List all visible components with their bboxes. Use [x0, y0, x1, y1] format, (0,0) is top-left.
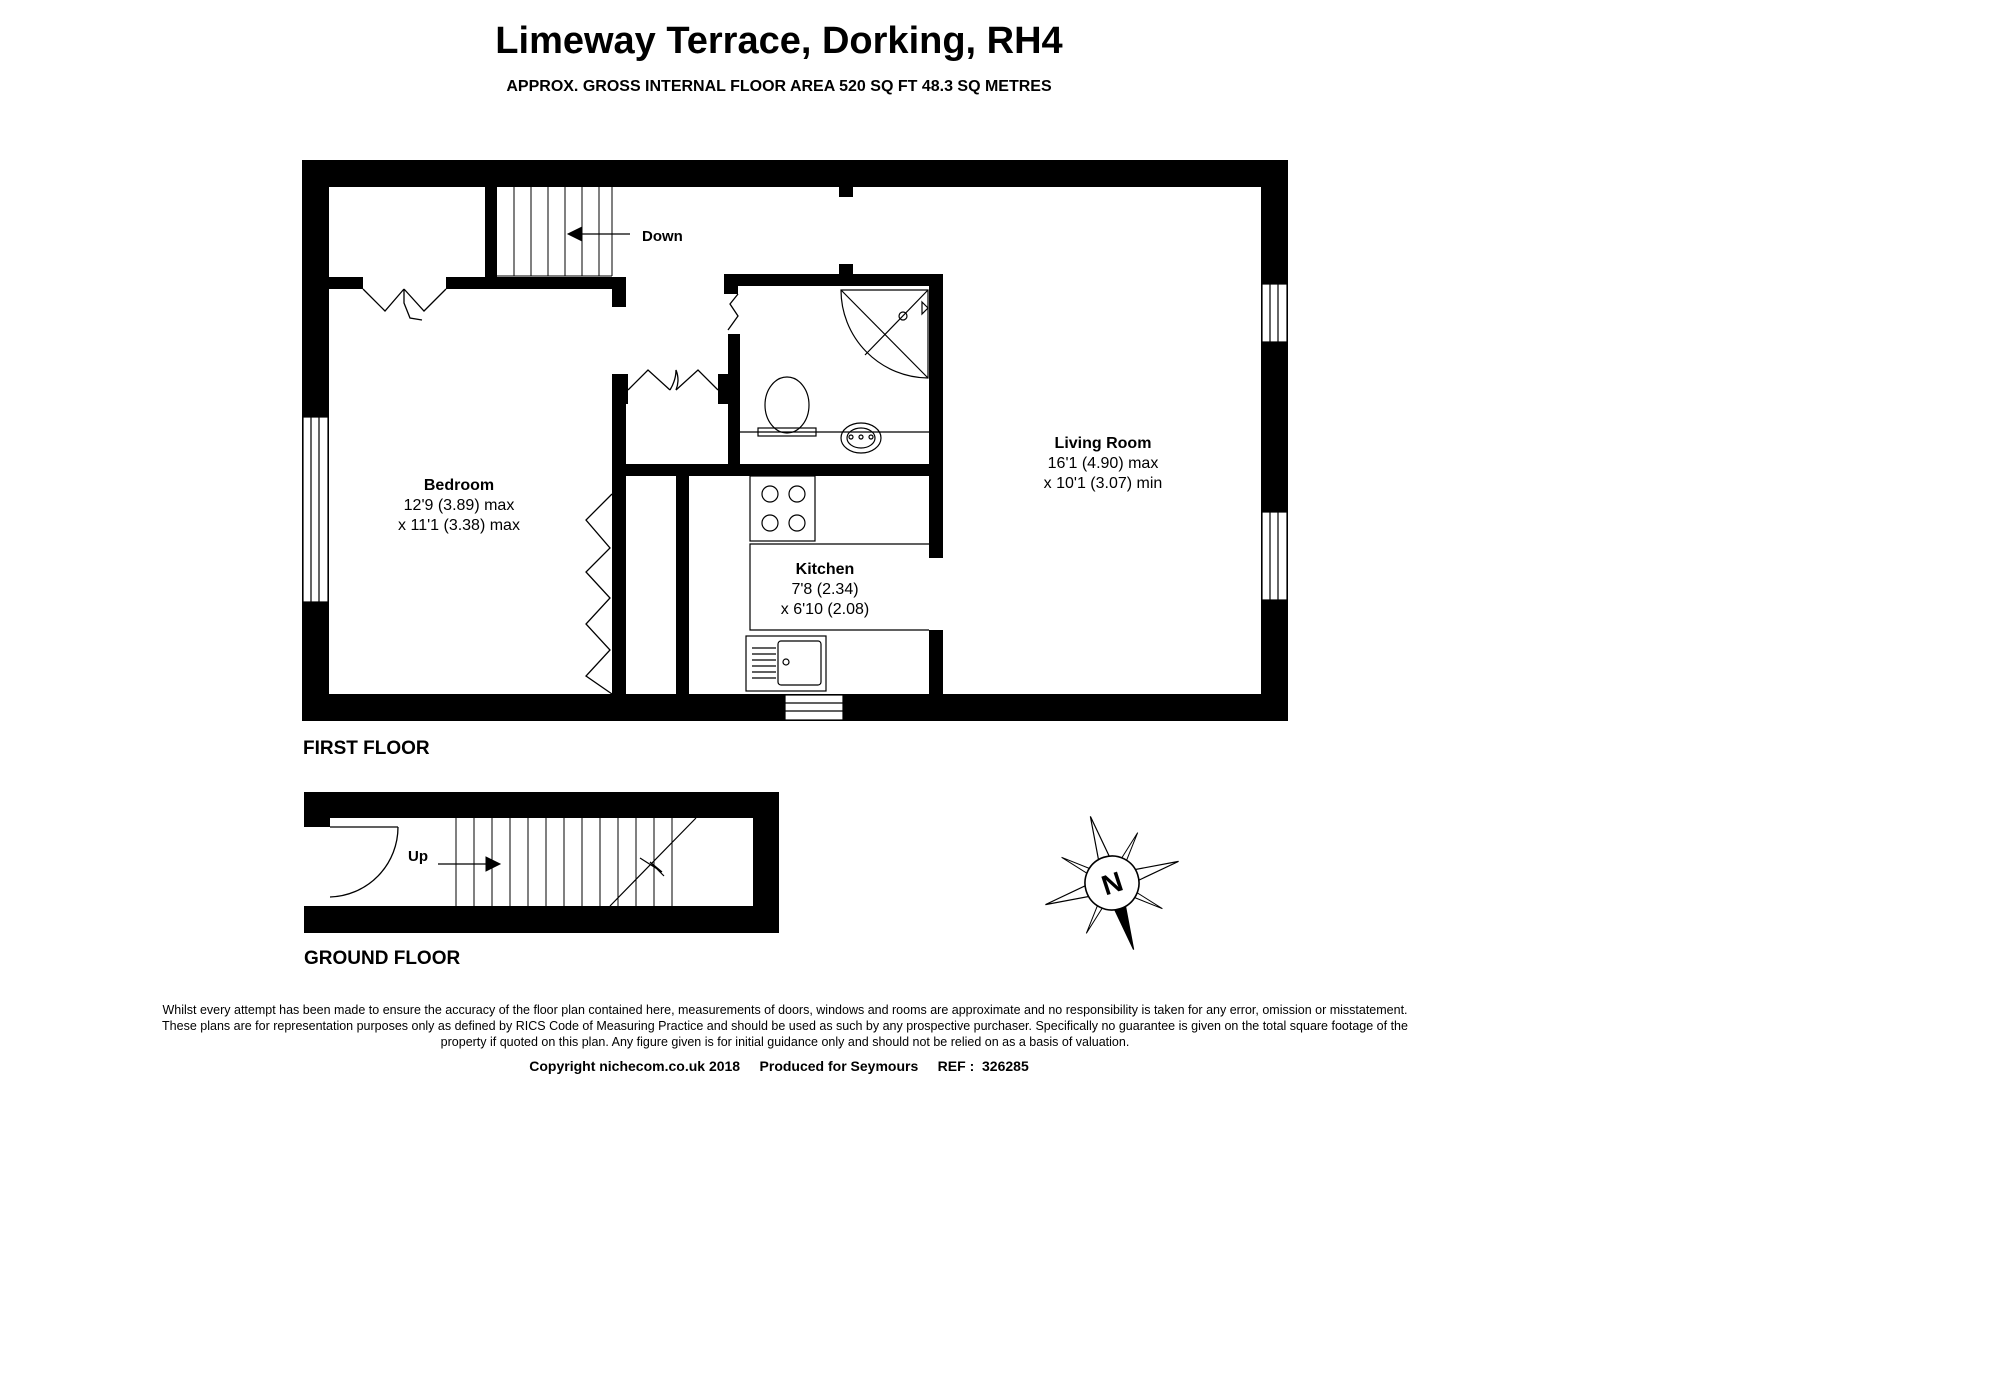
living-window-bottom [1261, 511, 1288, 601]
toilet-icon [764, 376, 810, 434]
room-labels: Bedroom 12'9 (3.89) max x 11'1 (3.38) ma… [398, 435, 1162, 618]
ground-floor-label: GROUND FLOOR [304, 948, 461, 969]
bedroom-name: Bedroom [424, 477, 494, 494]
shower-tray [840, 289, 929, 379]
living-room-name: Living Room [1055, 435, 1152, 452]
copyright-text: Copyright nichecom.co.uk 2018 Produced f… [529, 1058, 1029, 1074]
worktop [749, 543, 929, 631]
kitchen-dim1: 7'8 (2.34) [791, 581, 858, 598]
bathroom-fixtures [740, 289, 929, 454]
shower-drain-icon [898, 311, 908, 321]
floor-area-subtitle: APPROX. GROSS INTERNAL FLOOR AREA 520 SQ… [506, 78, 1052, 95]
arrow-right-icon [485, 856, 502, 872]
stairs-down [497, 187, 630, 277]
kitchen-dim2: x 6'10 (2.08) [781, 601, 869, 618]
stairs-up-label: Up [408, 848, 428, 865]
basin-icon [840, 422, 882, 454]
bedroom-dim1: 12'9 (3.89) max [404, 497, 515, 514]
entrance-door [329, 826, 399, 898]
arrow-left-icon [566, 226, 583, 242]
ground-walls [304, 792, 779, 933]
internal-walls [329, 187, 943, 694]
floor-plan-drawing: Down [302, 160, 1288, 950]
hob-icon [749, 475, 816, 542]
living-room-dim1: 16'1 (4.90) max [1048, 455, 1159, 472]
ground-floor-plan: Up [304, 792, 779, 933]
kitchen-fixtures [745, 475, 929, 692]
plan-title: Limeway Terrace, Dorking, RH4 [495, 20, 1063, 62]
bedroom-dim2: x 11'1 (3.38) max [398, 517, 520, 534]
stairs-up [438, 817, 697, 907]
windows [302, 283, 1288, 721]
disclaimer-text: Whilst every attempt has been made to en… [162, 1003, 1408, 1049]
living-room-dim2: x 10'1 (3.07) min [1044, 475, 1163, 492]
kitchen-window [784, 694, 844, 721]
bedroom-window [302, 416, 329, 603]
first-floor-plan: Down [302, 160, 1288, 721]
living-window-top [1261, 283, 1288, 343]
compass-icon: N [1045, 816, 1179, 950]
stairs-down-label: Down [642, 228, 683, 245]
sink-icon [745, 635, 827, 692]
first-floor-label: FIRST FLOOR [303, 738, 430, 759]
kitchen-name: Kitchen [796, 561, 855, 578]
doors [362, 288, 739, 695]
